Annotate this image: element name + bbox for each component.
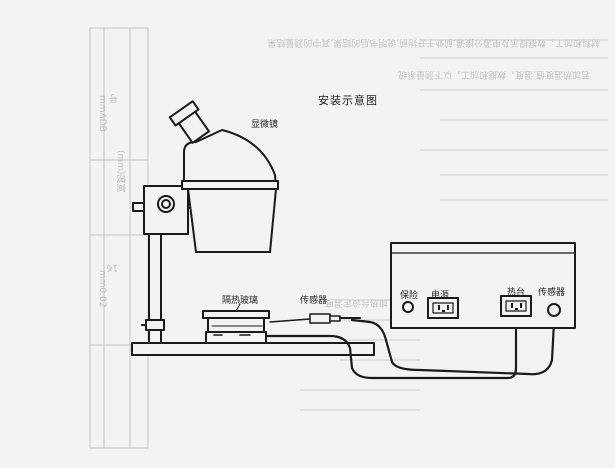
bleed-cell-2: mmADB: [97, 95, 107, 132]
bleed-line-1: 材料和加工，数据提示及电源分接通,前处于开始前,说明书后的结果,其中的测量结果: [267, 37, 600, 49]
heating-glass: [202, 310, 270, 319]
probe-head: [309, 313, 331, 324]
bleed-cell-3: (mm)度宽: [115, 150, 127, 193]
hot-stage-cable: [264, 310, 518, 380]
bleed-cell-1: 号: [109, 92, 118, 103]
bleed-through-table: [89, 27, 149, 449]
probe-shaft: [269, 318, 311, 323]
bleed-cell-4: 16: [106, 262, 118, 272]
side-knob: [132, 202, 145, 212]
sensor-cable: [350, 318, 556, 376]
sensor-probe-label: 传感器: [300, 296, 328, 306]
objective-housing: [187, 188, 277, 253]
hot-stage-body: [207, 317, 265, 333]
control-box: [390, 242, 576, 329]
power-label: 电源: [431, 291, 450, 301]
diagram-title: 安装示意图: [318, 94, 378, 107]
heating-glass-pointer: [235, 303, 241, 312]
stand-base: [131, 342, 375, 356]
hot-stage-label: 热台: [507, 288, 526, 298]
microscope-head: [183, 129, 277, 189]
pillar-lower-clamp: [145, 319, 165, 331]
heating-glass-label: 隔热玻璃: [222, 296, 259, 306]
bleed-through-table-text: 号 mmADB (mm)度宽 16 mm0.02: [97, 92, 127, 308]
collar-plate: [181, 180, 279, 190]
fuse-holder: [402, 301, 414, 313]
microscope-label: 显微镜: [251, 120, 279, 130]
hot-stage-base: [205, 331, 267, 344]
bleed-through-rules: [300, 39, 608, 411]
sensor-port: [547, 303, 561, 317]
socket-pins: [438, 303, 522, 312]
eyepiece: [168, 100, 210, 144]
bleed-cell-5: mm0.02: [97, 270, 107, 308]
insurance-label: 保险: [400, 291, 419, 301]
bleed-line-2: 若加热温度值,温度，数据和加工，以下测量系统: [398, 69, 590, 81]
sensor-port-label: 传感器: [538, 288, 566, 298]
